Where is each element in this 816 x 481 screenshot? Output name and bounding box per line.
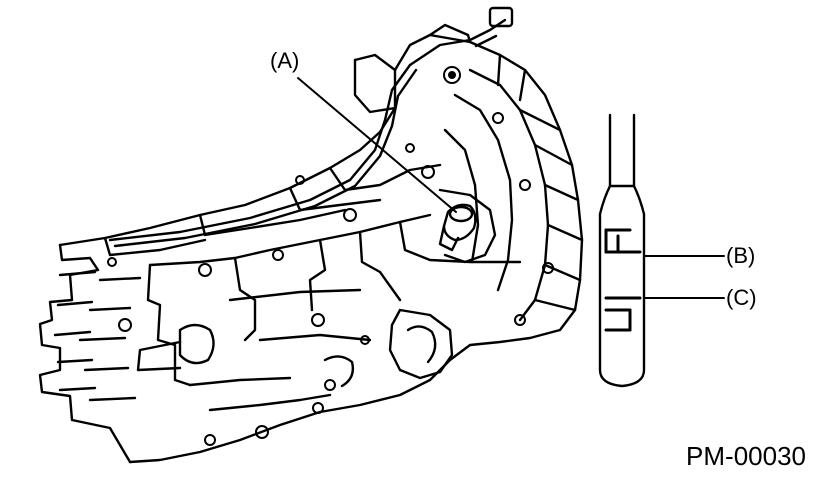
oil-level-dipstick <box>598 113 646 388</box>
dipstick-low-mark <box>604 296 642 332</box>
leader-line-a <box>297 77 457 213</box>
label-b: (B) <box>726 243 756 268</box>
housing-bolts <box>107 66 554 446</box>
dipstick-tube-in-housing <box>438 203 477 252</box>
figure-code: PM-00030 <box>686 441 806 471</box>
dipstick-full-mark <box>604 228 642 254</box>
transmission-housing <box>38 6 584 464</box>
label-c: (C) <box>726 285 757 310</box>
label-a: (A) <box>270 48 300 73</box>
